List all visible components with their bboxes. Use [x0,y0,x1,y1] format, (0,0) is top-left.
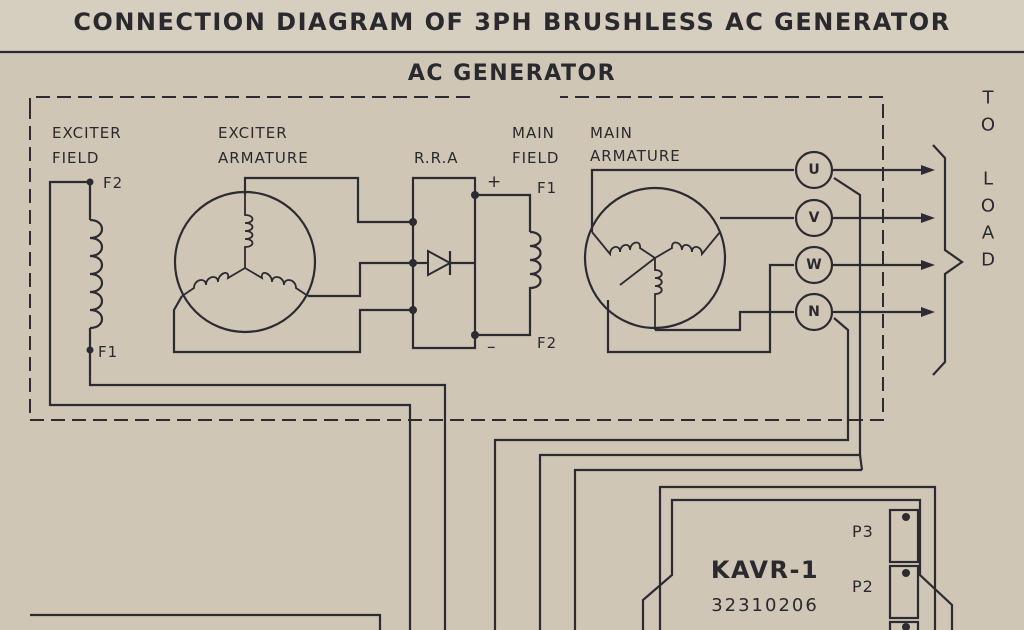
exciter-armature: EXCITER ARMATURE [172,124,413,354]
generator-label: AC GENERATOR [408,61,616,86]
generator-boundary [29,96,884,421]
main-field-terminal-f1: F1 [537,179,557,197]
avr-unit: KAVR-1 32310206 P3 P2 [641,485,954,630]
main-armature: MAIN ARMATURE [583,124,794,354]
svg-text:TO LOAD: TO LOAD [978,88,999,277]
main-armature-label-1: MAIN [590,124,633,142]
main-field-coil [475,230,542,337]
diode-symbol [427,249,453,277]
exciter-field-label-1: EXCITER [52,124,122,142]
exciter-field-coil [89,218,104,330]
sense-wire-n [493,317,850,630]
main-field-plus: + [487,172,501,192]
main-field-label-2: FIELD [512,149,559,167]
avr-port-p3: P3 [852,522,874,541]
exciter-field-terminal-f2: F2 [103,174,123,192]
terminal-u-label: U [808,162,819,178]
exciter-field: EXCITER FIELD F2 F1 [48,124,447,630]
main-field-terminal-f2: F2 [537,334,557,352]
exciter-field-f1-wire [88,350,447,630]
avr-port-p2: P2 [852,577,874,596]
terminal-w-label: W [806,257,821,273]
sense-wire-3 [573,468,862,630]
exciter-field-terminal-f1: F1 [98,343,118,361]
load-brace [932,144,964,376]
lower-box-edge [30,613,382,630]
to-load-label: TO LOAD [978,88,999,277]
exciter-field-label-2: FIELD [52,149,99,167]
exciter-field-f2-wire [48,180,412,630]
rotating-rectifier: R.R.A [409,149,479,350]
rra-label: R.R.A [414,149,459,167]
exciter-armature-label-1: EXCITER [218,124,288,142]
avr-part-number: 32310206 [711,595,819,616]
title-band [0,0,1024,52]
avr-name: KAVR-1 [711,556,819,584]
main-field-label-1: MAIN [512,124,555,142]
terminal-v-label: V [809,210,820,226]
main-field-minus: – [487,337,496,357]
avr-terminal-p2[interactable] [888,564,920,620]
output-terminals: U V W N [794,144,964,376]
main-armature-label-2: ARMATURE [590,147,681,165]
exciter-armature-label-2: ARMATURE [218,149,309,167]
diagram-title: CONNECTION DIAGRAM OF 3PH BRUSHLESS AC G… [73,8,950,36]
main-field: MAIN FIELD + – F1 F2 [475,124,559,357]
terminal-n-label: N [808,304,820,320]
avr-terminal-p3[interactable] [888,508,920,564]
